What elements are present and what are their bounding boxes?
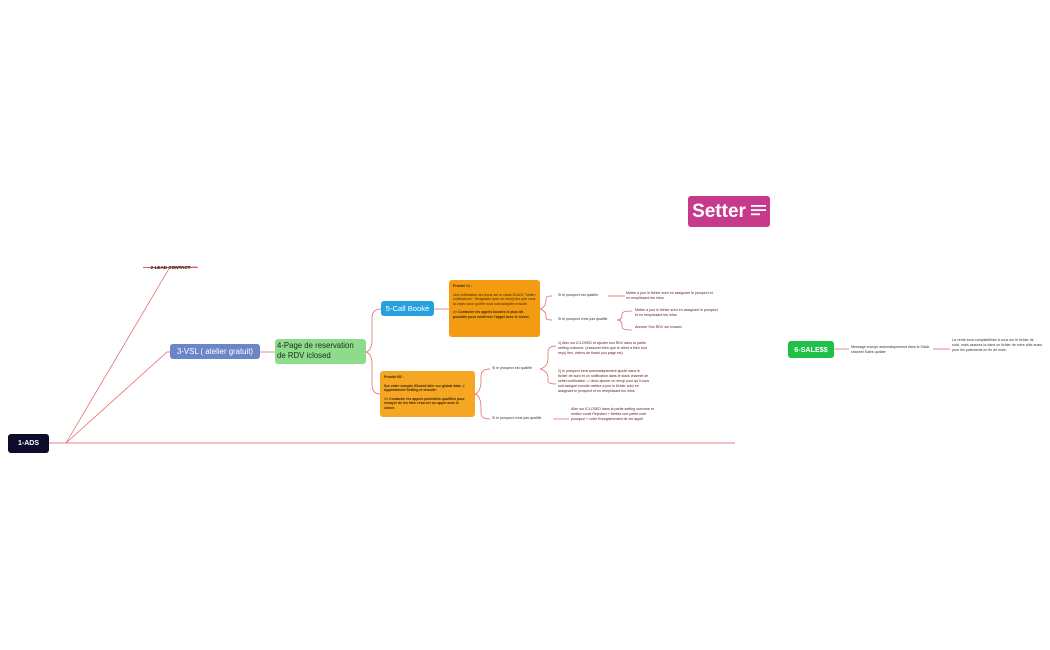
setter-title[interactable]: Setter [688, 196, 770, 227]
node-vsl-label: 3-VSL ( atelier gratuit) [177, 347, 253, 356]
connector-p1-split [539, 295, 553, 321]
priority2-title: Priorité B2 : [384, 375, 404, 379]
menu-lines-icon [750, 203, 766, 221]
potential-notqualified-action: Aller sur ICLOSED dans la partie setting… [571, 407, 654, 421]
connector-p1-notqualified [616, 310, 633, 331]
node-reservation[interactable]: 4-Page de reservation de RDV iclosed [275, 339, 366, 364]
node-call-booke[interactable]: 5-Call Booké [381, 301, 434, 316]
connector-p2-qualified [539, 345, 557, 385]
priority2-box[interactable]: Priorité B2 : Sur votre compte iClosed a… [380, 371, 475, 417]
priority1-box[interactable]: Priorité #1 : Une notification est reçue… [449, 280, 540, 337]
potential-qualified-action2: 2) le prospect sera automatiquement ajou… [558, 369, 650, 393]
connector-ads-vsl [65, 351, 171, 444]
booked-notqualified-label: Si le prospect n'est pas qualifié [558, 317, 608, 321]
node-ads-label: 1-ADS [17, 440, 39, 447]
potential-qualified-action1: 1) Aller sur ICLOSED et ajouter son RDV … [558, 341, 647, 355]
priority1-body: Une notification est reçue sur le canal … [453, 292, 536, 306]
booked-notqualified-action1: Mettre a jour le fichier suivi en assign… [635, 308, 718, 317]
priority1-title: Priorité #1 : [453, 284, 473, 288]
setter-title-label: Setter [692, 200, 746, 222]
booked-notqualified-action2: Annuler Son RDV sur iclosed [635, 325, 682, 329]
node-call-booke-label: 5-Call Booké [385, 304, 430, 313]
sales-accounting: La vente sera comptabilisée à vous sur l… [952, 338, 1042, 352]
sales-message: Message envoyé automatiquement dans le S… [851, 345, 930, 354]
priority2-action: >> Contacter les appels potentiels quali… [384, 396, 465, 410]
connector-reservation-priority2 [365, 351, 381, 395]
node-reservation-label: 4-Page de reservation de RDV iclosed [277, 341, 354, 360]
priority1-action: >> Contacter les appels bookés le plus t… [453, 310, 530, 319]
connector-reservation-callbooke [365, 308, 382, 353]
node-lead-contact[interactable]: 2-LEAD CONTACT [143, 256, 198, 270]
priority2-body: Sur votre compte iClosed aller sur globa… [384, 383, 465, 393]
node-vsl[interactable]: 3-VSL ( atelier gratuit) [170, 344, 260, 359]
node-ads[interactable]: 1-ADS [8, 434, 49, 453]
node-sales[interactable]: 6-SALE$$ [788, 341, 834, 358]
connector-p2-split [474, 368, 491, 420]
node-lead-contact-label: 2-LEAD CONTACT [150, 265, 191, 270]
booked-qualified-action: Mettre a jour le fichier suivi en assign… [626, 291, 713, 300]
node-sales-label: 6-SALE$$ [794, 345, 828, 354]
potential-notqualified-label: Si le prospect n'est pas qualifié [492, 416, 542, 420]
potential-qualified-label: Si le prospect est qualifié [492, 366, 532, 370]
booked-qualified-label: Si le prospect est qualifié [558, 293, 598, 297]
